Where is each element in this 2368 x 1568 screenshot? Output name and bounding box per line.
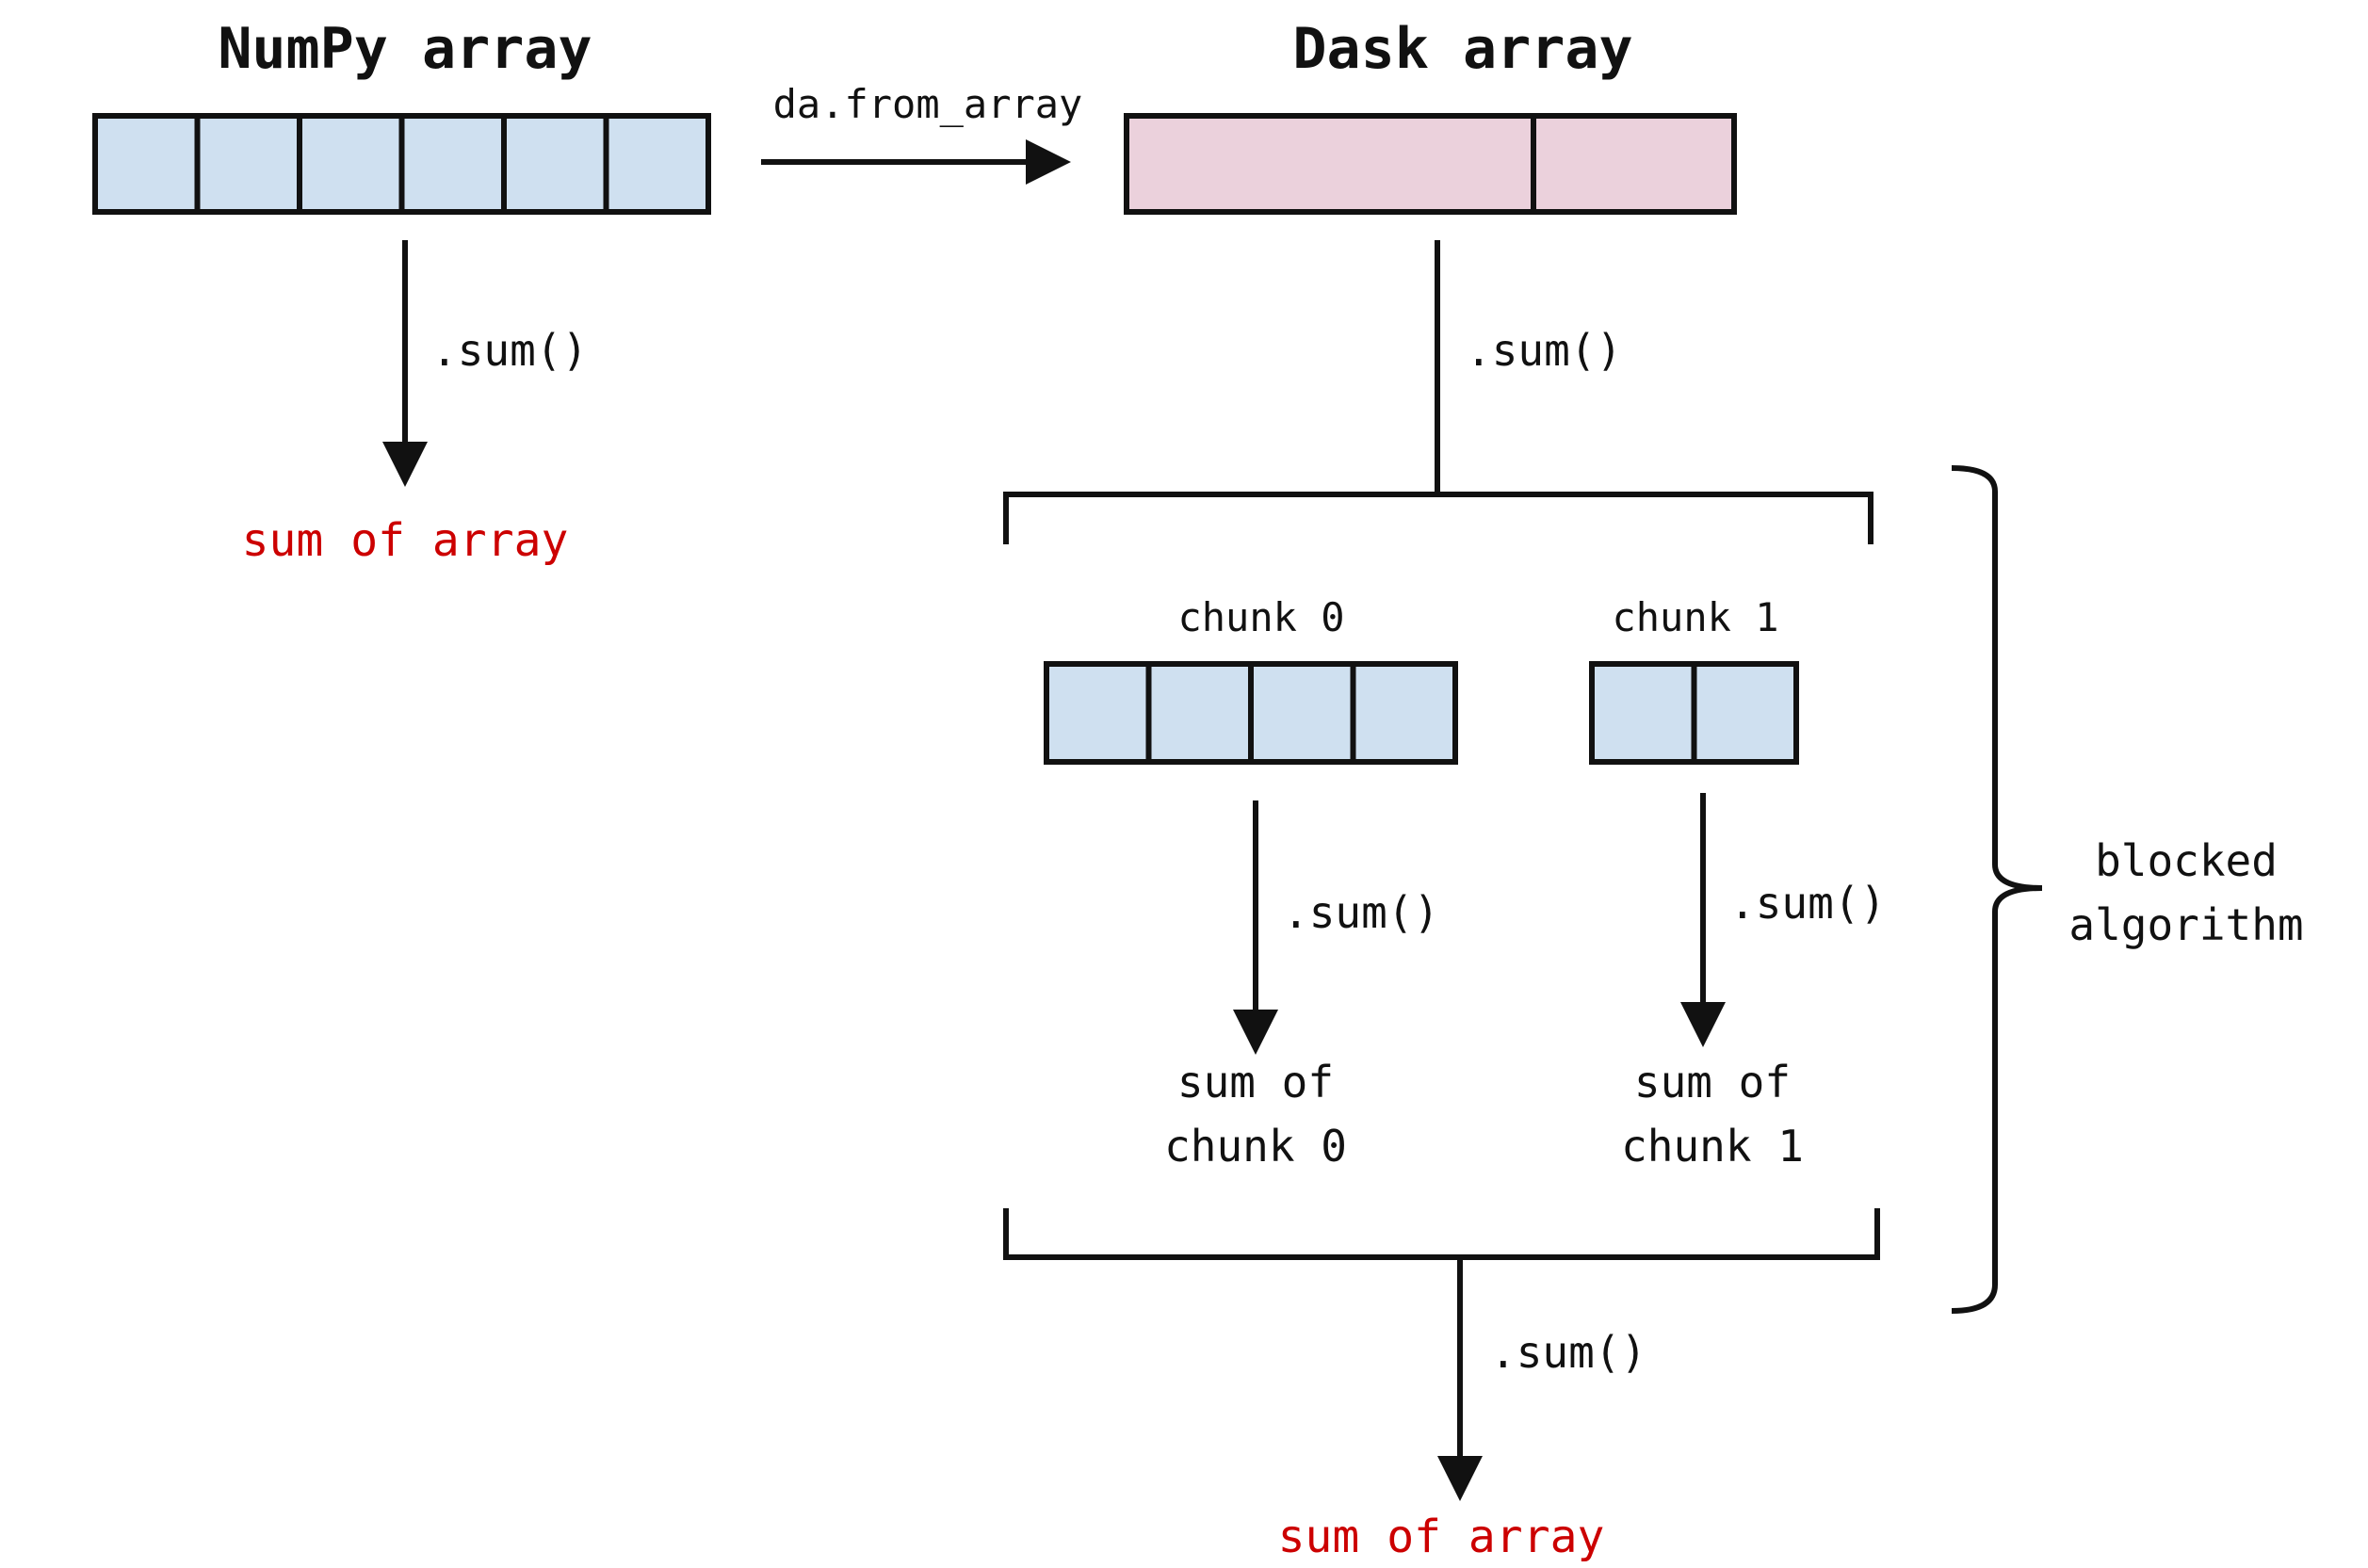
blocked-algorithm-brace [1951,465,2043,1314]
chunk0-cell [1350,661,1458,765]
chunk1-cell [1691,661,1799,765]
chunk1-label: chunk 1 [1612,594,1778,640]
brace-label-line1: blocked [2095,835,2278,886]
conversion-label: da.from_array [773,81,1083,127]
numpy-array-cell [297,113,405,215]
dask-array [1124,113,1737,215]
chunk1-array [1589,661,1799,765]
chunk0-label: chunk 0 [1177,594,1344,640]
chunk0-cell [1145,661,1254,765]
numpy-array-cell [603,113,711,215]
dask-chunk-cell [1124,113,1536,215]
dask-array-title: Dask array [1292,16,1632,82]
chunk0-sum-label: .sum() [1283,887,1439,938]
brace-label-line2: algorithm [2068,899,2303,950]
split-bracket [1003,492,1873,544]
final-sum-label: .sum() [1490,1327,1646,1378]
numpy-array [92,113,711,215]
numpy-result-text: sum of array [242,514,569,567]
chunk0-result-line2: chunk 0 [1164,1121,1347,1172]
chunk1-cell [1589,661,1697,765]
chunk0-cell [1044,661,1152,765]
chunk0-cell [1248,661,1356,765]
numpy-array-title: NumPy array [218,16,592,82]
numpy-array-cell [92,113,201,215]
numpy-array-cell [501,113,609,215]
numpy-sum-label: .sum() [431,325,588,376]
dask-chunk-cell [1531,113,1737,215]
chunk1-result-line1: sum of [1634,1057,1791,1107]
final-result-text: sum of array [1278,1511,1605,1563]
dask-sum-label: .sum() [1466,325,1622,376]
chunk0-result-line1: sum of [1177,1057,1334,1107]
chunk1-sum-label: .sum() [1729,878,1886,929]
numpy-array-cell [194,113,302,215]
chunk1-result-line2: chunk 1 [1621,1121,1804,1172]
chunk0-array [1044,661,1458,765]
numpy-array-cell [398,113,507,215]
combine-bracket [1003,1208,1880,1260]
